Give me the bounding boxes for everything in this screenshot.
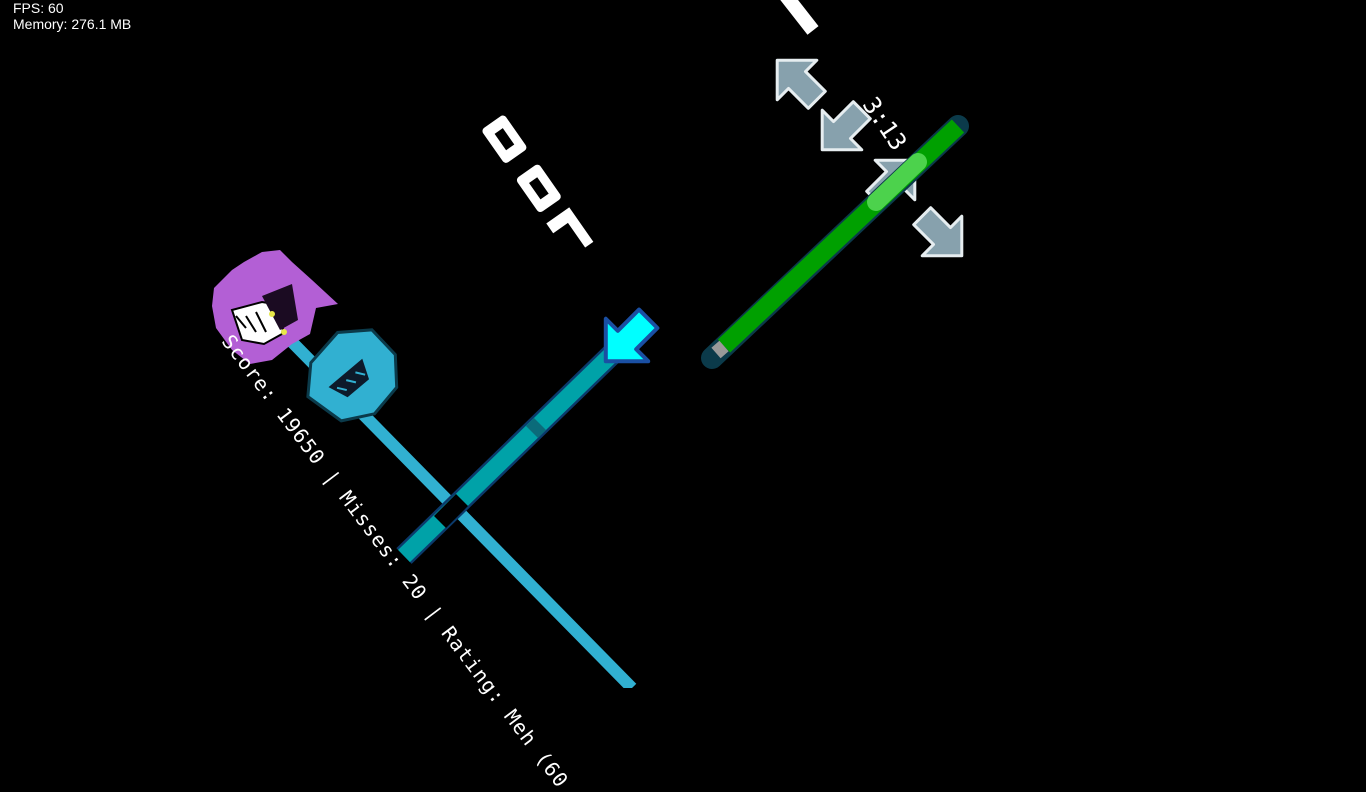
- combo-digit-1: [543, 204, 597, 251]
- memory-counter: Memory: 276.1 MB: [13, 16, 132, 32]
- purple-demon-icon: [212, 250, 338, 364]
- blue-hood-icon: [306, 328, 399, 423]
- debug-overlay: FPS: 60 Memory: 276.1 MB: [13, 0, 131, 32]
- time-bar-sliver: [773, 0, 819, 35]
- strum-down-icon: [820, 100, 872, 152]
- combo-digit-0-second: [514, 162, 563, 215]
- game-scene: [212, 0, 969, 688]
- note-down-icon: [603, 307, 660, 364]
- strum-left-icon: [775, 58, 827, 110]
- combo-digit-0: [480, 113, 529, 165]
- fps-counter: FPS: 60: [13, 0, 64, 16]
- player-hold-note: [396, 346, 620, 564]
- opponent-strum-line: [775, 58, 964, 258]
- strum-right-icon: [912, 206, 964, 258]
- combo-counter: [480, 113, 597, 251]
- opponent-hold-note: [701, 115, 969, 369]
